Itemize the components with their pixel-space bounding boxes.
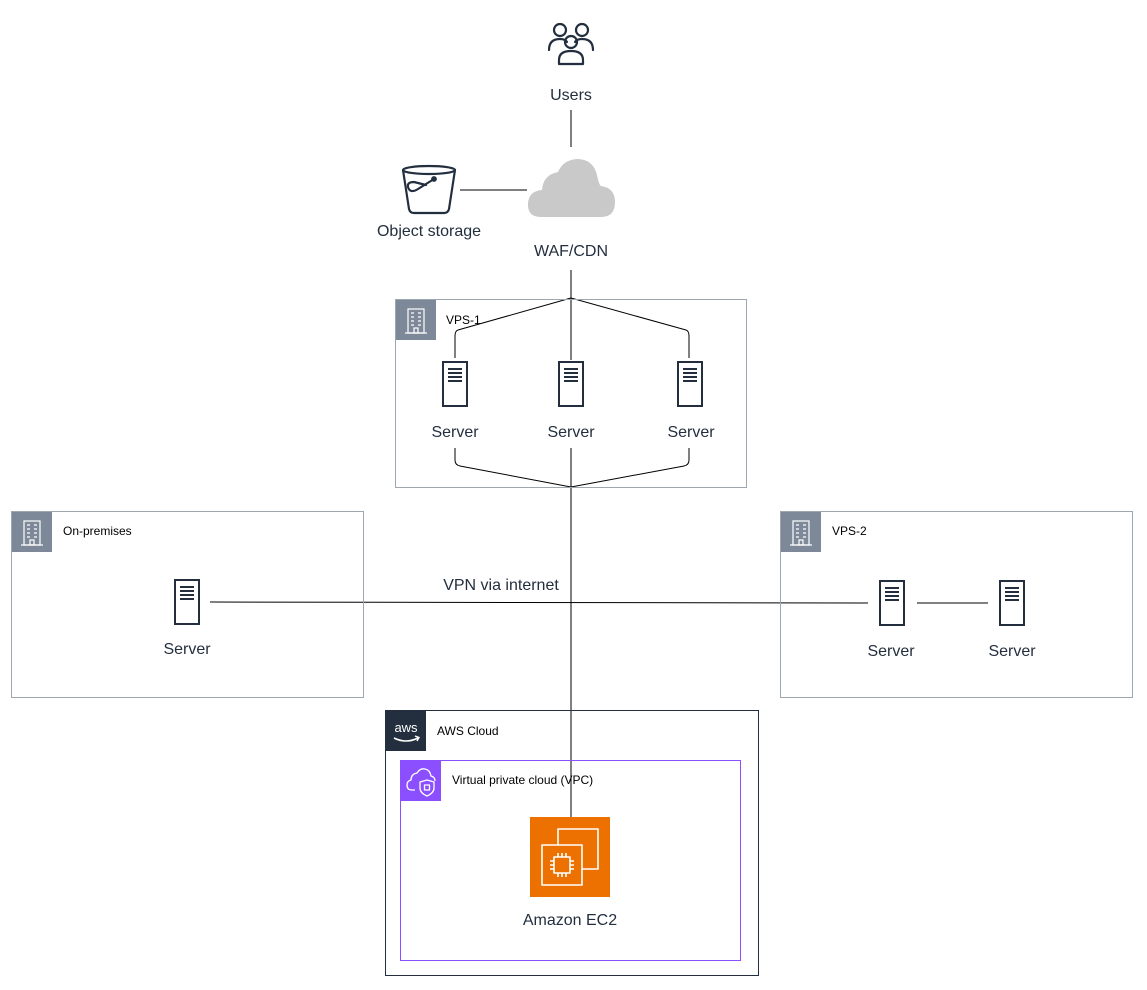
vps1-server-1[interactable] bbox=[442, 361, 468, 407]
aws-cloud-group: aws AWS Cloud bbox=[385, 710, 759, 976]
object-storage-node[interactable] bbox=[398, 163, 460, 217]
server-icon bbox=[999, 580, 1025, 626]
bucket-icon bbox=[401, 164, 457, 215]
waf-cdn-node[interactable] bbox=[527, 158, 616, 218]
vps2-group: VPS-2 bbox=[780, 511, 1133, 698]
vps1-server-3-label: Server bbox=[667, 424, 715, 441]
server-icon bbox=[677, 361, 703, 407]
vps2-server-2-label: Server bbox=[988, 643, 1036, 660]
vps1-server-3[interactable] bbox=[677, 361, 703, 407]
cloud-icon bbox=[527, 159, 615, 217]
vps1-server-1-label: Server bbox=[431, 424, 479, 441]
on-premises-group-icon-box bbox=[12, 512, 52, 552]
ec2-node[interactable] bbox=[530, 817, 610, 897]
on-premises-group: On-premises bbox=[11, 511, 364, 698]
ec2-icon bbox=[530, 817, 610, 897]
aws-logo-text: aws bbox=[394, 720, 418, 735]
users-label: Users bbox=[550, 87, 592, 104]
vps2-group-icon-box bbox=[781, 512, 821, 552]
vpc-group: Virtual private cloud (VPC) bbox=[400, 760, 741, 961]
on-premises-group-label: On-premises bbox=[63, 524, 132, 538]
edge-fork-left bbox=[454, 297, 572, 358]
object-storage-label: Object storage bbox=[376, 223, 482, 240]
vps1-group: VPS-1 bbox=[395, 299, 747, 488]
aws-cloud-label: AWS Cloud bbox=[437, 724, 499, 738]
server-icon bbox=[174, 579, 200, 625]
vps2-group-label: VPS-2 bbox=[832, 524, 867, 538]
vps2-server-2[interactable] bbox=[999, 580, 1025, 626]
vpc-cloud-shield-icon bbox=[406, 768, 436, 797]
vpc-icon-box bbox=[401, 761, 441, 801]
edge-fork-right bbox=[570, 297, 690, 358]
aws-logo-box: aws bbox=[386, 711, 426, 751]
waf-cdn-label: WAF/CDN bbox=[533, 243, 609, 260]
building-icon bbox=[21, 520, 43, 546]
on-premises-server-1[interactable] bbox=[174, 579, 200, 625]
vps1-group-icon-box bbox=[396, 300, 436, 340]
aws-logo-icon: aws bbox=[393, 720, 421, 742]
vps2-server-1-label: Server bbox=[867, 643, 915, 660]
vpn-label: VPN via internet bbox=[443, 577, 559, 594]
edge-merge-left bbox=[454, 448, 572, 488]
on-premises-server-1-label: Server bbox=[163, 641, 211, 658]
server-icon bbox=[879, 580, 905, 626]
ec2-label: Amazon EC2 bbox=[522, 912, 618, 929]
building-icon bbox=[405, 308, 427, 334]
building-icon bbox=[790, 520, 812, 546]
vps1-server-2[interactable] bbox=[558, 361, 584, 407]
users-node[interactable] bbox=[546, 20, 596, 66]
vps1-server-2-label: Server bbox=[547, 424, 595, 441]
users-icon bbox=[547, 22, 595, 66]
vpc-label: Virtual private cloud (VPC) bbox=[452, 773, 594, 787]
edge-vpn bbox=[209, 601, 869, 604]
vps2-server-1[interactable] bbox=[879, 580, 905, 626]
edge-merge-right bbox=[570, 448, 690, 488]
vps1-group-label: VPS-1 bbox=[446, 313, 481, 327]
server-icon bbox=[442, 361, 468, 407]
server-icon bbox=[558, 361, 584, 407]
